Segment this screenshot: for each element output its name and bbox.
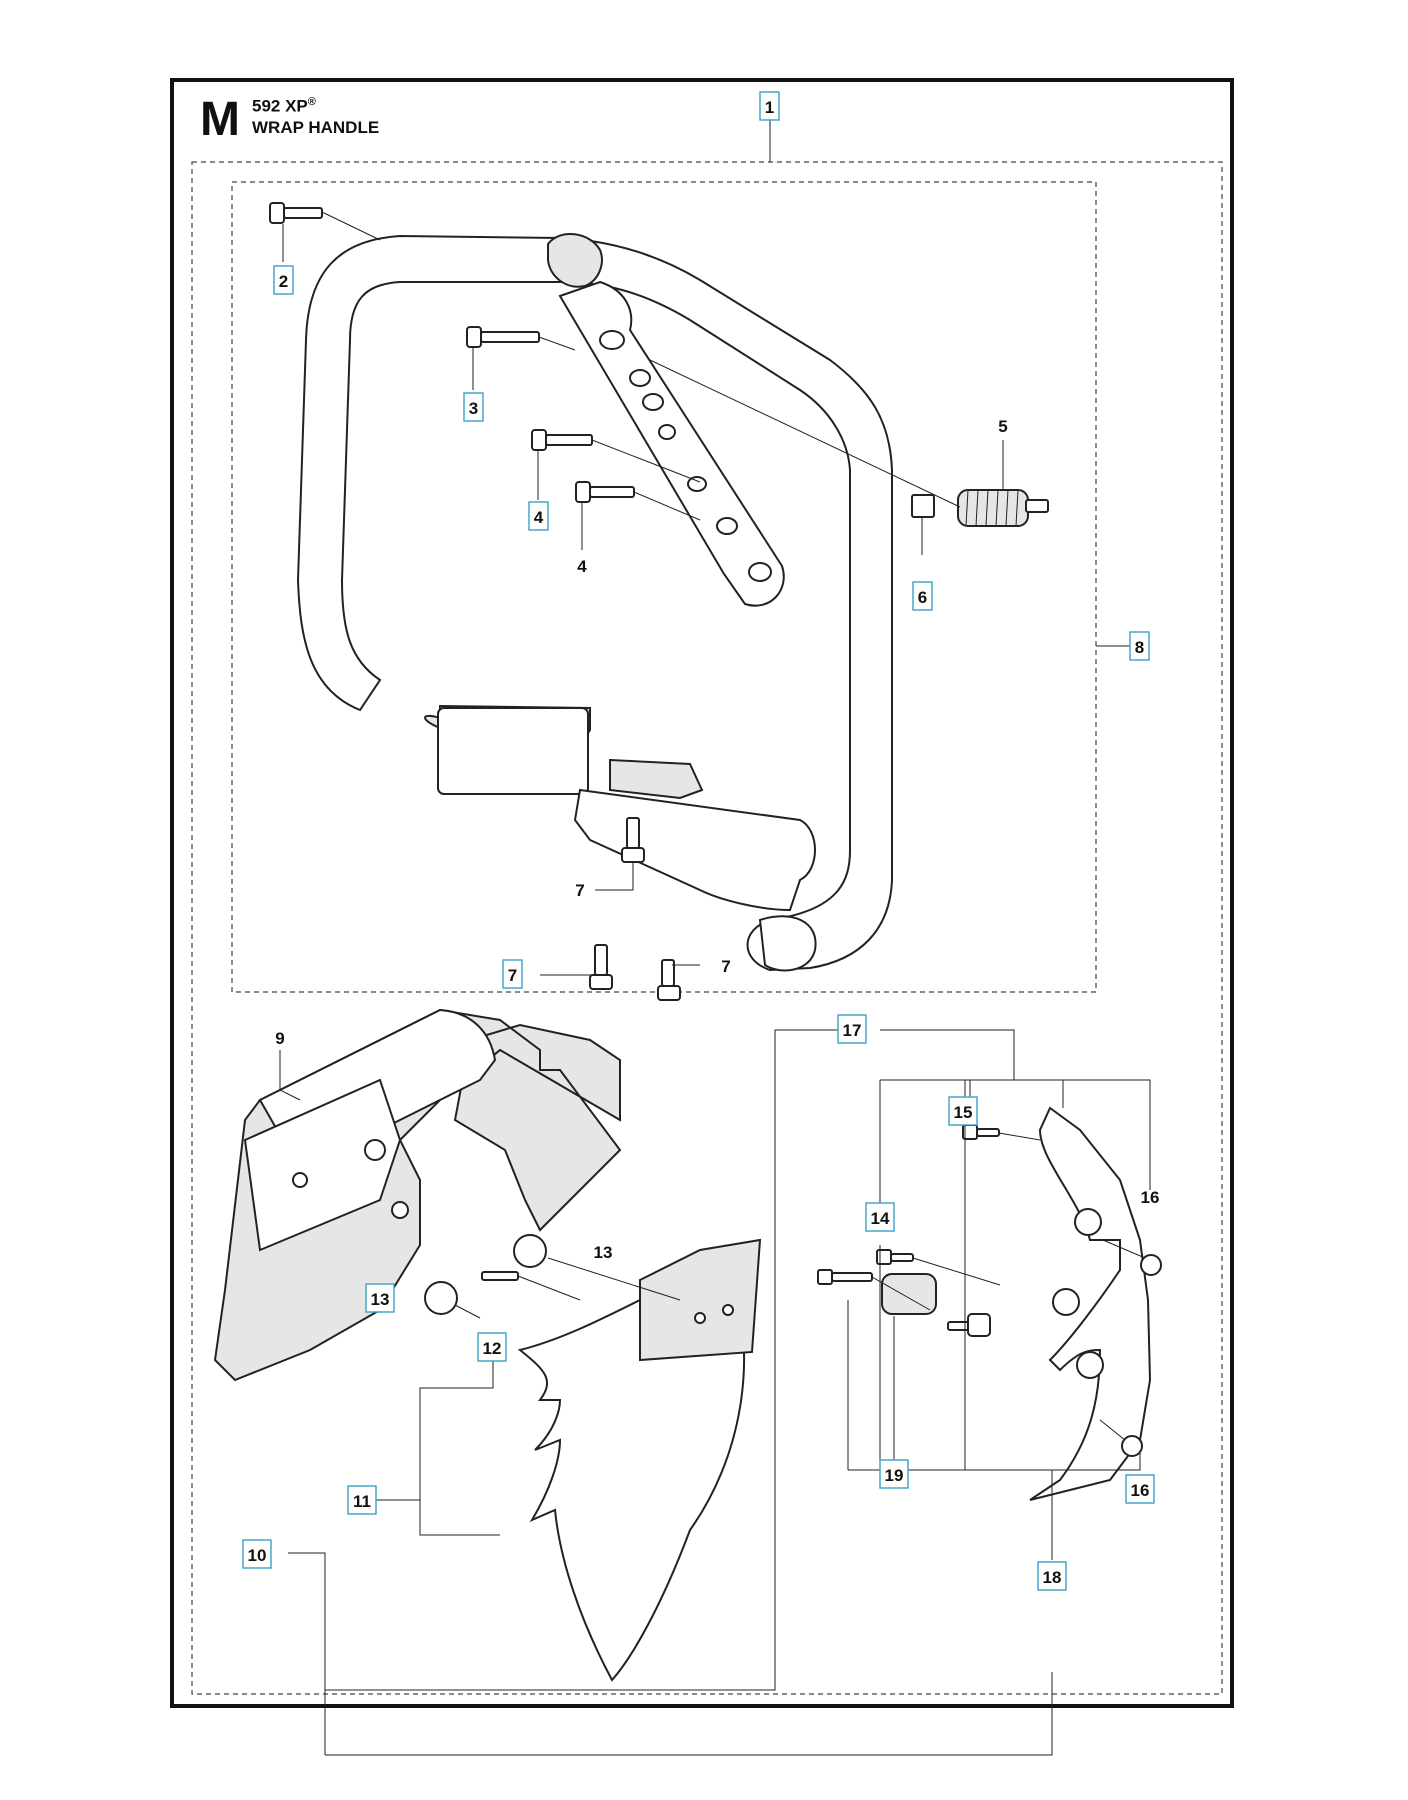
callout-15: 15 [948, 1096, 978, 1126]
svg-text:2: 2 [279, 272, 288, 291]
svg-text:9: 9 [275, 1029, 284, 1048]
callout-6: 6 [912, 581, 933, 611]
spacer-19 [881, 1273, 937, 1315]
svg-text:8: 8 [1135, 638, 1144, 657]
bumper-spike-18 [1029, 1106, 1152, 1501]
chain-brake-housing [213, 1008, 622, 1382]
drawing-frame [170, 78, 1234, 1708]
screw-3 [466, 326, 540, 348]
callout-7b: 7 [502, 959, 523, 989]
svg-text:7: 7 [721, 957, 730, 976]
screw-2 [269, 202, 323, 224]
assembly-1-boundary [191, 161, 1223, 1695]
svg-text:15: 15 [954, 1103, 973, 1122]
screw-12 [481, 1271, 519, 1281]
callout-5: 5 [998, 417, 1007, 436]
callout-16a: 16 [1141, 1188, 1160, 1207]
diagram-title: WRAP HANDLE [252, 118, 380, 137]
model-text: 592 XP [252, 96, 308, 116]
svg-text:13: 13 [371, 1290, 390, 1309]
callout-11: 11 [347, 1485, 377, 1515]
registered-mark: ® [307, 96, 316, 108]
callout-17: 17 [837, 1014, 867, 1044]
callout-12: 12 [477, 1332, 507, 1362]
svg-text:7: 7 [575, 881, 584, 900]
screws-14-15 [817, 1124, 1000, 1337]
callout-7c: 7 [721, 957, 730, 976]
section-letter: M [200, 93, 240, 146]
callout-7a: 7 [575, 881, 584, 900]
callout-8: 8 [1129, 631, 1150, 661]
svg-text:4: 4 [534, 508, 544, 527]
svg-text:18: 18 [1043, 1568, 1062, 1587]
svg-text:4: 4 [577, 557, 587, 576]
svg-text:16: 16 [1131, 1481, 1150, 1500]
svg-text:10: 10 [248, 1546, 267, 1565]
svg-text:14: 14 [871, 1209, 890, 1228]
svg-text:3: 3 [469, 399, 478, 418]
svg-text:6: 6 [918, 588, 927, 607]
svg-text:12: 12 [483, 1339, 502, 1358]
mounting-bracket-bar [558, 280, 785, 607]
callout-4a: 4 [528, 501, 549, 531]
callout-3: 3 [463, 392, 484, 422]
callout-13b: 13 [365, 1283, 395, 1313]
screws-7 [589, 817, 681, 1001]
nuts-16 [1121, 1254, 1162, 1457]
callout-19: 19 [879, 1459, 909, 1489]
svg-text:5: 5 [998, 417, 1007, 436]
screw-4a [531, 429, 593, 451]
callout-10: 10 [242, 1539, 272, 1569]
spring-5 [957, 489, 1049, 527]
callout-18: 18 [1037, 1561, 1067, 1591]
callout-9: 9 [275, 1029, 284, 1048]
screw-4b [575, 481, 635, 503]
callout-1: 1 [759, 91, 780, 121]
callout-14: 14 [865, 1202, 895, 1232]
nuts-13 [424, 1234, 547, 1315]
svg-text:1: 1 [765, 98, 774, 117]
svg-text:19: 19 [885, 1466, 904, 1485]
callout-16b: 16 [1125, 1474, 1155, 1504]
callout-2: 2 [273, 265, 294, 295]
bumper-spike-11 [517, 1238, 762, 1682]
svg-text:13: 13 [594, 1243, 613, 1262]
model-name: 592 XP® [252, 96, 316, 117]
svg-text:17: 17 [843, 1021, 862, 1040]
svg-text:11: 11 [353, 1492, 371, 1511]
svg-text:7: 7 [508, 966, 517, 985]
nut-6 [911, 494, 935, 518]
callout-13a: 13 [594, 1243, 613, 1262]
callout-4b: 4 [577, 557, 587, 576]
svg-text:16: 16 [1141, 1188, 1160, 1207]
